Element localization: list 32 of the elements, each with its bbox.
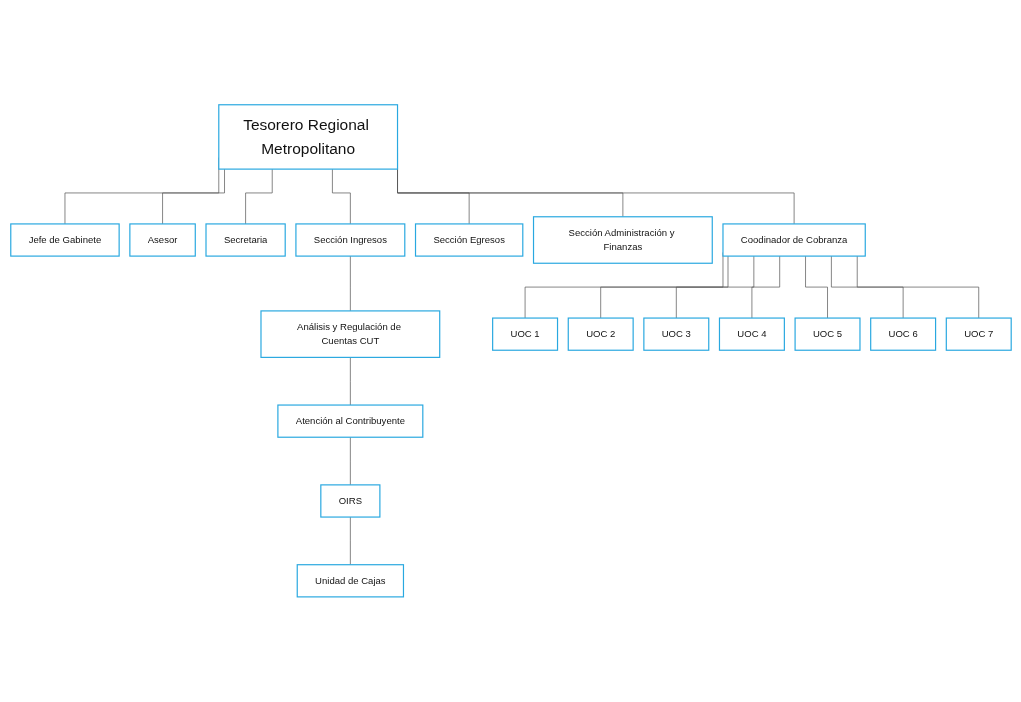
node-box: Tesorero Regional Metropolitano (217, 104, 398, 170)
node-box: Coodinador de Cobranza (721, 223, 866, 257)
connector (349, 255, 351, 312)
node-box: Sección Ingresos (294, 223, 405, 257)
node-box: Secretaria (204, 223, 286, 257)
connector (331, 168, 351, 225)
connector (349, 357, 351, 406)
connector (349, 516, 351, 566)
node-box: UOC 3 (642, 317, 709, 351)
connector (804, 255, 828, 319)
connector (675, 255, 754, 319)
node-box: UOC 4 (718, 317, 785, 351)
node-box: UOC 7 (945, 317, 1012, 351)
connector (161, 168, 225, 225)
connector (244, 168, 273, 225)
node-box: Jefe de Gabinete (9, 223, 120, 257)
connector (830, 255, 903, 319)
node-box: UOC 5 (794, 317, 861, 351)
node-box: UOC 2 (567, 317, 634, 351)
connector (751, 255, 780, 319)
node-box: UOC 6 (869, 317, 936, 351)
connector (599, 255, 728, 319)
connector (349, 437, 351, 486)
node-box: Asesor (128, 223, 196, 257)
node-box: Análisis y Regulación de Cuentas CUT (259, 310, 440, 359)
node-box: Unidad de Cajas (296, 564, 404, 598)
connector (856, 255, 979, 319)
node-box: Atención al Contribuyente (276, 404, 423, 438)
node-box: OIRS (319, 484, 380, 518)
node-box: Sección Administración y Finanzas (532, 216, 713, 264)
node-box: Sección Egresos (414, 223, 523, 257)
node-box: UOC 1 (491, 317, 558, 351)
